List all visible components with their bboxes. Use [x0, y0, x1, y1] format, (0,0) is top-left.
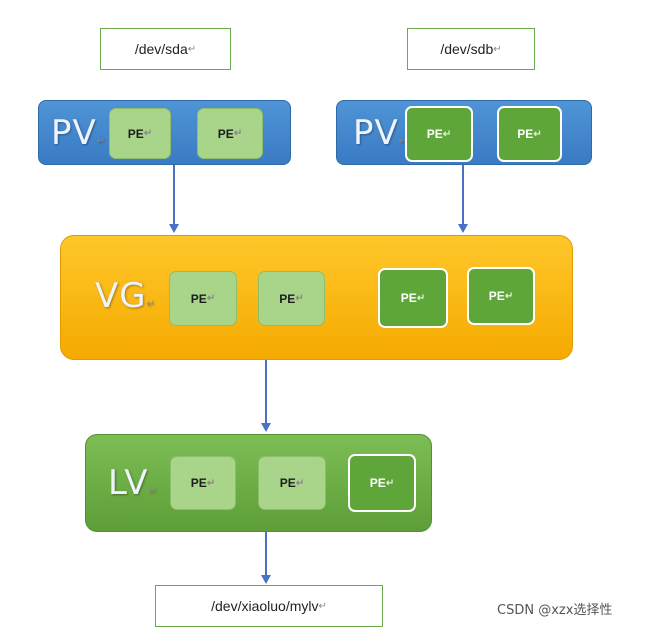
pe-block: PE↵: [169, 271, 237, 326]
pe-block: PE↵: [405, 106, 473, 162]
pe-block: PE↵: [109, 108, 171, 159]
pe-block: PE↵: [378, 268, 448, 328]
watermark-text: CSDN @xzx选择性: [497, 603, 613, 618]
arrowhead-icon: [169, 224, 179, 233]
device-sda-box: /dev/sda↵: [100, 28, 231, 70]
pe-block: PE↵: [497, 106, 562, 162]
arrow-lv-to-device: [265, 532, 267, 575]
vg-box: VG↵ PE↵ PE↵ PE↵ PE↵: [60, 235, 573, 360]
lv-label: LV↵: [108, 463, 158, 503]
device-sdb-label: /dev/sdb: [440, 41, 494, 57]
pe-block: PE↵: [170, 456, 236, 510]
arrow-vg-to-lv: [265, 360, 267, 423]
arrowhead-icon: [458, 224, 468, 233]
pv-left-label: PV↵: [51, 113, 107, 153]
pv-right-label: PV↵: [353, 113, 409, 153]
pe-block: PE↵: [197, 108, 263, 159]
pe-block: PE↵: [348, 454, 416, 512]
pv-left-box: PV↵ PE↵ PE↵: [38, 100, 291, 165]
device-mylv-box: /dev/xiaoluo/mylv↵: [155, 585, 383, 627]
device-mylv-label: /dev/xiaoluo/mylv: [211, 598, 319, 614]
arrow-pv-left-to-vg: [173, 165, 175, 224]
arrowhead-icon: [261, 423, 271, 432]
arrow-pv-right-to-vg: [462, 165, 464, 224]
arrowhead-icon: [261, 575, 271, 584]
pv-right-box: PV↵ PE↵ PE↵: [336, 100, 592, 165]
pe-block: PE↵: [258, 456, 326, 510]
device-sdb-box: /dev/sdb↵: [407, 28, 535, 70]
pe-block: PE↵: [467, 267, 535, 325]
lv-box: LV↵ PE↵ PE↵ PE↵: [85, 434, 432, 532]
pe-block: PE↵: [258, 271, 325, 326]
device-sda-label: /dev/sda: [134, 41, 188, 57]
vg-label: VG↵: [95, 276, 156, 316]
